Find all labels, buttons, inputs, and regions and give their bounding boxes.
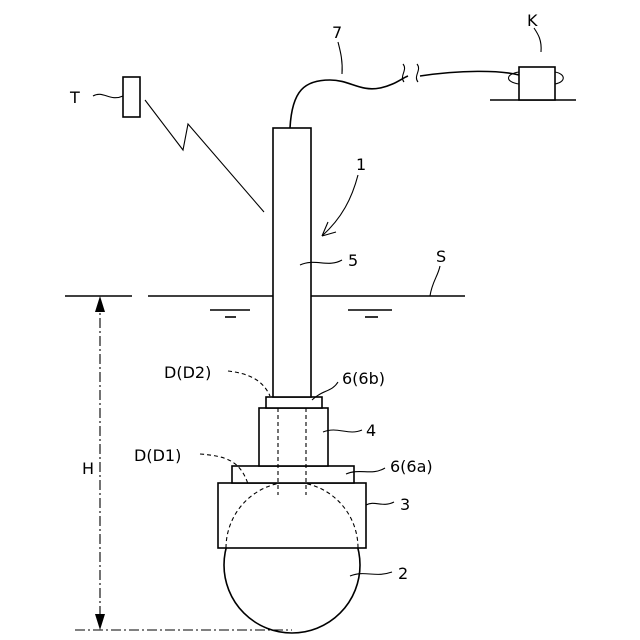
wireless-signal-line (145, 100, 264, 212)
water-surface-s: S (65, 247, 465, 317)
label-5: 5 (348, 251, 358, 270)
receiver-k: K (490, 11, 576, 100)
label-d2: D(D2) (164, 363, 211, 382)
dimension-d1: D(D1) (134, 446, 248, 484)
transmitter-t: T (69, 77, 140, 117)
label-3: 3 (400, 495, 410, 514)
label-7: 7 (332, 23, 342, 42)
label-6a: 6(6a) (390, 457, 433, 476)
label-t: T (69, 88, 80, 107)
device-1-pointer: 1 (322, 155, 366, 236)
label-4: 4 (366, 421, 376, 440)
label-s: S (436, 247, 446, 266)
cable-7: 7 (290, 23, 519, 128)
housing-3: 3 (218, 482, 410, 548)
label-d1: D(D1) (134, 446, 181, 465)
dimension-d2: D(D2) (164, 363, 270, 396)
label-k: K (527, 11, 538, 30)
label-6b: 6(6b) (342, 369, 385, 388)
label-h: H (82, 459, 94, 478)
body-4: 4 (259, 408, 376, 466)
label-2: 2 (398, 564, 408, 583)
label-1: 1 (356, 155, 366, 174)
